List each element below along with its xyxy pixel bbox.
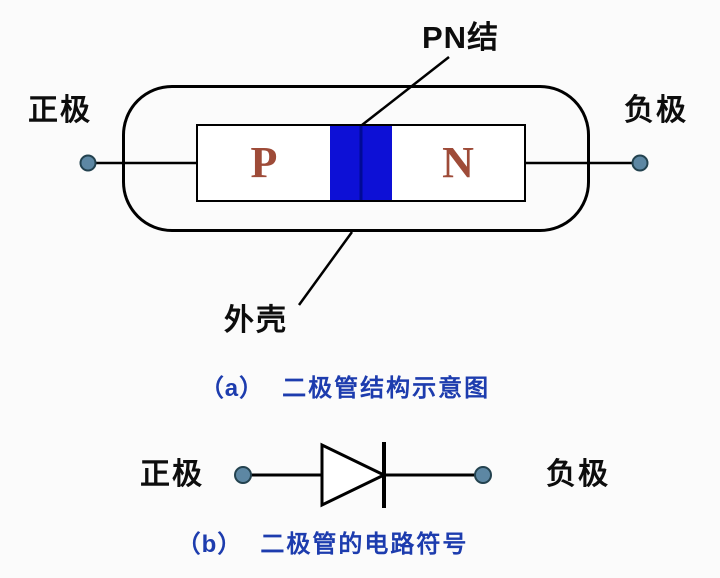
diode-case-outline [122, 85, 590, 232]
cathode-label-structure: 负极 [624, 94, 688, 127]
anode-label-symbol: 正极 [140, 458, 204, 491]
caption-structure-text: 二极管结构示意图 [282, 375, 491, 402]
anode-label-structure: 正极 [28, 94, 92, 127]
pn-junction-callout-label: PN结 [422, 20, 500, 55]
pn-junction-centerline [359, 126, 363, 200]
caption-structure: （a） 二极管结构示意图 [0, 368, 690, 403]
symbol-anode-dot [234, 466, 252, 484]
p-region-label: P [250, 138, 278, 187]
pn-junction-pointer-line [361, 56, 450, 126]
caption-symbol-text: 二极管的电路符号 [260, 531, 469, 558]
p-region: P [198, 126, 330, 200]
cathode-label-symbol: 负极 [546, 458, 610, 491]
diode-triangle-icon [320, 442, 388, 508]
caption-structure-index: （a） [199, 375, 265, 402]
symbol-cathode-dot [474, 466, 492, 484]
caption-symbol-index: （b） [176, 531, 243, 558]
pn-junction-region [330, 126, 392, 200]
anode-terminal-dot [79, 154, 97, 172]
case-pointer-line [297, 231, 354, 306]
caption-symbol: （b） 二极管的电路符号 [0, 524, 645, 559]
n-region-label: N [442, 138, 474, 187]
diode-body: P N [196, 124, 526, 202]
cathode-terminal-dot [631, 154, 649, 172]
case-callout-label: 外壳 [224, 304, 288, 337]
n-region: N [392, 126, 524, 200]
